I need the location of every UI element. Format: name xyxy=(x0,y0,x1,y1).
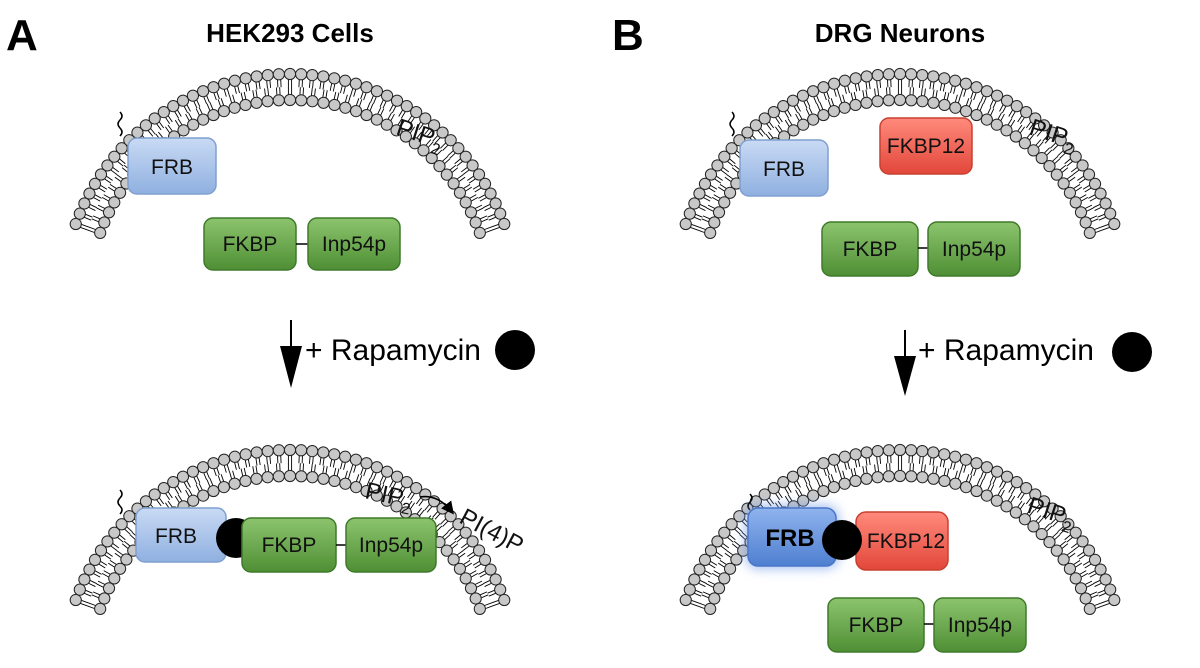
fkbp-b-bottom-label: FKBP xyxy=(849,614,904,637)
fkbp12-b-top xyxy=(879,117,973,175)
fkbp-b-top-label: FKBP xyxy=(843,238,898,261)
inp54p-a-bottom xyxy=(345,517,437,573)
linker-a-top xyxy=(117,111,123,137)
inp54p-a-top xyxy=(307,217,401,271)
pi4p-a-bottom: PI(4)P xyxy=(455,503,528,559)
fkbp-b-top xyxy=(821,221,919,277)
fkbp12-b-bottom-label: FKBP12 xyxy=(867,530,945,553)
inp54p-a-bottom-label: Inp54p xyxy=(359,534,423,557)
step-label-a: + Rapamycin xyxy=(305,334,481,367)
panel-a: A HEK293 Cells FRB PIP2 FKBP Inp54p + Ra… xyxy=(6,11,535,616)
inp54p-b-top xyxy=(927,221,1021,277)
frb-a-top-label: FRB xyxy=(151,156,193,179)
fkbp-a-top-label: FKBP xyxy=(223,233,278,256)
panel-a-title: HEK293 Cells xyxy=(206,18,374,48)
rapamycin-b-legend xyxy=(1112,332,1152,372)
frb-b-top-label: FRB xyxy=(763,158,805,181)
panel-b: B DRG Neurons FRB FKBP12 PIP2 FKBP Inp54… xyxy=(612,11,1152,653)
lipid-heads xyxy=(679,443,1121,616)
step-arrowhead-a xyxy=(280,346,302,388)
inp54p-a-top-label: Inp54p xyxy=(322,233,386,256)
membrane-b-bottom xyxy=(679,443,1121,616)
inp54p-b-top-label: Inp54p xyxy=(942,238,1006,261)
frb-a-top xyxy=(127,137,217,195)
inp54p-b-bottom xyxy=(933,597,1027,653)
frb-b-bottom-label: FRB xyxy=(765,525,814,552)
step-arrowhead-b xyxy=(894,356,916,396)
panel-b-title: DRG Neurons xyxy=(815,18,985,48)
rapamycin-a-legend xyxy=(495,330,535,370)
rapamycin-b-bound xyxy=(822,520,862,560)
fkbp-b-bottom xyxy=(827,597,925,653)
panel-a-letter: A xyxy=(6,11,38,60)
frb-b-top xyxy=(739,139,829,197)
fkbp12-b-top-label: FKBP12 xyxy=(887,135,965,158)
panel-b-letter: B xyxy=(612,11,644,60)
inp54p-b-bottom-label: Inp54p xyxy=(948,614,1012,637)
linker-b-top xyxy=(729,111,735,137)
linker-a-bottom xyxy=(117,489,123,515)
conversion-arrow-a xyxy=(419,495,454,515)
frb-a-bottom-label: FRB xyxy=(155,525,197,548)
step-label-b: + Rapamycin xyxy=(918,334,1094,367)
fkbp-a-bottom-label: FKBP xyxy=(262,534,317,557)
linker-b-bottom xyxy=(747,493,753,511)
